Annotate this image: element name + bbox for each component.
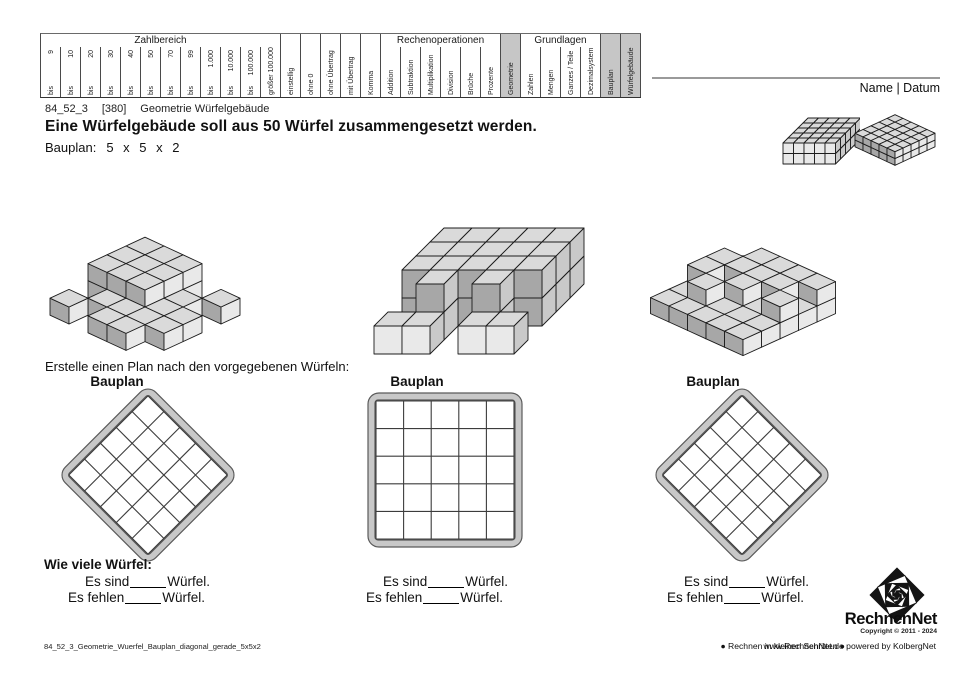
matrix-group-zahlbereich: Zahlbereich	[41, 34, 281, 47]
exercise-title: Eine Würfelgebäude soll aus 50 Würfel zu…	[45, 118, 537, 135]
matrix-col-division: Division	[441, 47, 461, 97]
answer-line-sind-1: Es sind Würfel.	[85, 572, 210, 589]
bauplan-label-3: Bauplan	[686, 374, 740, 389]
bauplan-label-2: Bauplan	[390, 374, 444, 389]
matrix-col-ganzes-teile: Ganzes / Teile	[561, 47, 581, 97]
matrix-col-ohne-übertrag: ohne Übertrag	[321, 34, 341, 97]
answer-line-fehlen-3: Es fehlen Würfel.	[667, 588, 804, 605]
matrix-col-ohne-0: ohne 0	[301, 34, 321, 97]
cube-figure-1	[49, 236, 241, 351]
bauplan-grid-diagonal-2[interactable]	[650, 383, 834, 567]
answer-suffix: Würfel.	[761, 590, 805, 605]
name-datum-rule	[652, 77, 940, 79]
matrix-col-würfelgebäude: Würfelgebäude	[621, 34, 641, 97]
matrix-col-addition: Addition	[381, 47, 401, 97]
bauplan-grid-straight[interactable]	[367, 392, 523, 548]
matrix-col-prozente: Prozente	[481, 47, 501, 97]
answer-blank[interactable]	[423, 590, 460, 604]
matrix-col-zahlen: Zahlen	[521, 47, 541, 97]
footer-url: www.RechnenNet.de powered by KolbergNet	[763, 641, 936, 651]
bauplan-grid-diagonal-1[interactable]	[56, 383, 240, 567]
matrix-col-multiplikation: Multiplikation	[421, 47, 441, 97]
answer-blank[interactable]	[130, 574, 167, 588]
answer-suffix: Würfel.	[167, 574, 211, 589]
matrix-col-subtraktion: Subtraktion	[401, 47, 421, 97]
instruction-text: Erstelle einen Plan nach den vorgegebene…	[45, 359, 350, 374]
answer-suffix: Würfel.	[162, 590, 206, 605]
answer-prefix: Es fehlen	[68, 590, 125, 605]
doc-code: 84_52_3	[45, 103, 88, 115]
bauplan-spec-value: 5 x 5 x 2	[106, 140, 180, 155]
matrix-col-mengen: Mengen	[541, 47, 561, 97]
matrix-col-dezimalsystem: Dezimalsystem	[581, 47, 601, 97]
reference-block-iso	[854, 114, 936, 166]
matrix-group-rechenoperationen: Rechenoperationen	[381, 34, 501, 47]
footer-filename: 84_52_3_Geometrie_Wuerfel_Bauplan_diagon…	[44, 642, 261, 651]
cube-figure-2	[373, 227, 585, 355]
answer-line-fehlen-2: Es fehlen Würfel.	[366, 588, 503, 605]
bauplan-spec: Bauplan: 5 x 5 x 2	[45, 140, 179, 155]
name-datum-label: Name | Datum	[859, 81, 940, 95]
answer-blank[interactable]	[428, 574, 465, 588]
matrix-col-komma: Komma	[361, 34, 381, 97]
answers-heading: Wie viele Würfel:	[44, 557, 152, 572]
matrix-col-geometrie: Geometrie	[501, 34, 521, 97]
rechnennet-logo-icon	[869, 567, 925, 623]
answer-line-sind-2: Es sind Würfel.	[383, 572, 508, 589]
answer-suffix: Würfel.	[766, 574, 810, 589]
doc-info: 84_52_3 [380] Geometrie Würfelgebäude	[45, 103, 283, 115]
answer-prefix: Es fehlen	[366, 590, 423, 605]
answer-blank[interactable]	[724, 590, 761, 604]
reference-block-oblique	[782, 117, 860, 165]
doc-topic: Geometrie Würfelgebäude	[140, 103, 270, 115]
matrix-col-brüche: Brüche	[461, 47, 481, 97]
matrix-col-größer-100.000: größer 100.000	[261, 47, 281, 97]
cube-figure-3	[650, 247, 836, 357]
answer-suffix: Würfel.	[465, 574, 509, 589]
answer-blank[interactable]	[729, 574, 766, 588]
copyright-text: Copyright © 2011 - 2024	[860, 628, 937, 635]
footer-slogan: ● Rechnen in kleinen Schritten ●	[720, 641, 845, 651]
answer-line-fehlen-1: Es fehlen Würfel.	[68, 588, 205, 605]
answer-line-sind-3: Es sind Würfel.	[684, 572, 809, 589]
matrix-col-einstellig: einstellig	[281, 34, 301, 97]
logo-wordmark: RechnenNet	[844, 610, 938, 628]
matrix-col-mit-übertrag: mit Übertrag	[341, 34, 361, 97]
matrix-col-bauplan: Bauplan	[601, 34, 621, 97]
answer-prefix: Es fehlen	[667, 590, 724, 605]
answer-suffix: Würfel.	[460, 590, 504, 605]
answer-blank[interactable]	[125, 590, 162, 604]
answer-prefix: Es sind	[383, 574, 428, 589]
matrix-group-grundlagen: Grundlagen	[521, 34, 601, 47]
bauplan-spec-label: Bauplan:	[45, 140, 97, 155]
answer-prefix: Es sind	[684, 574, 729, 589]
doc-ref: [380]	[101, 103, 127, 115]
bauplan-label-1: Bauplan	[90, 374, 144, 389]
answer-prefix: Es sind	[85, 574, 130, 589]
